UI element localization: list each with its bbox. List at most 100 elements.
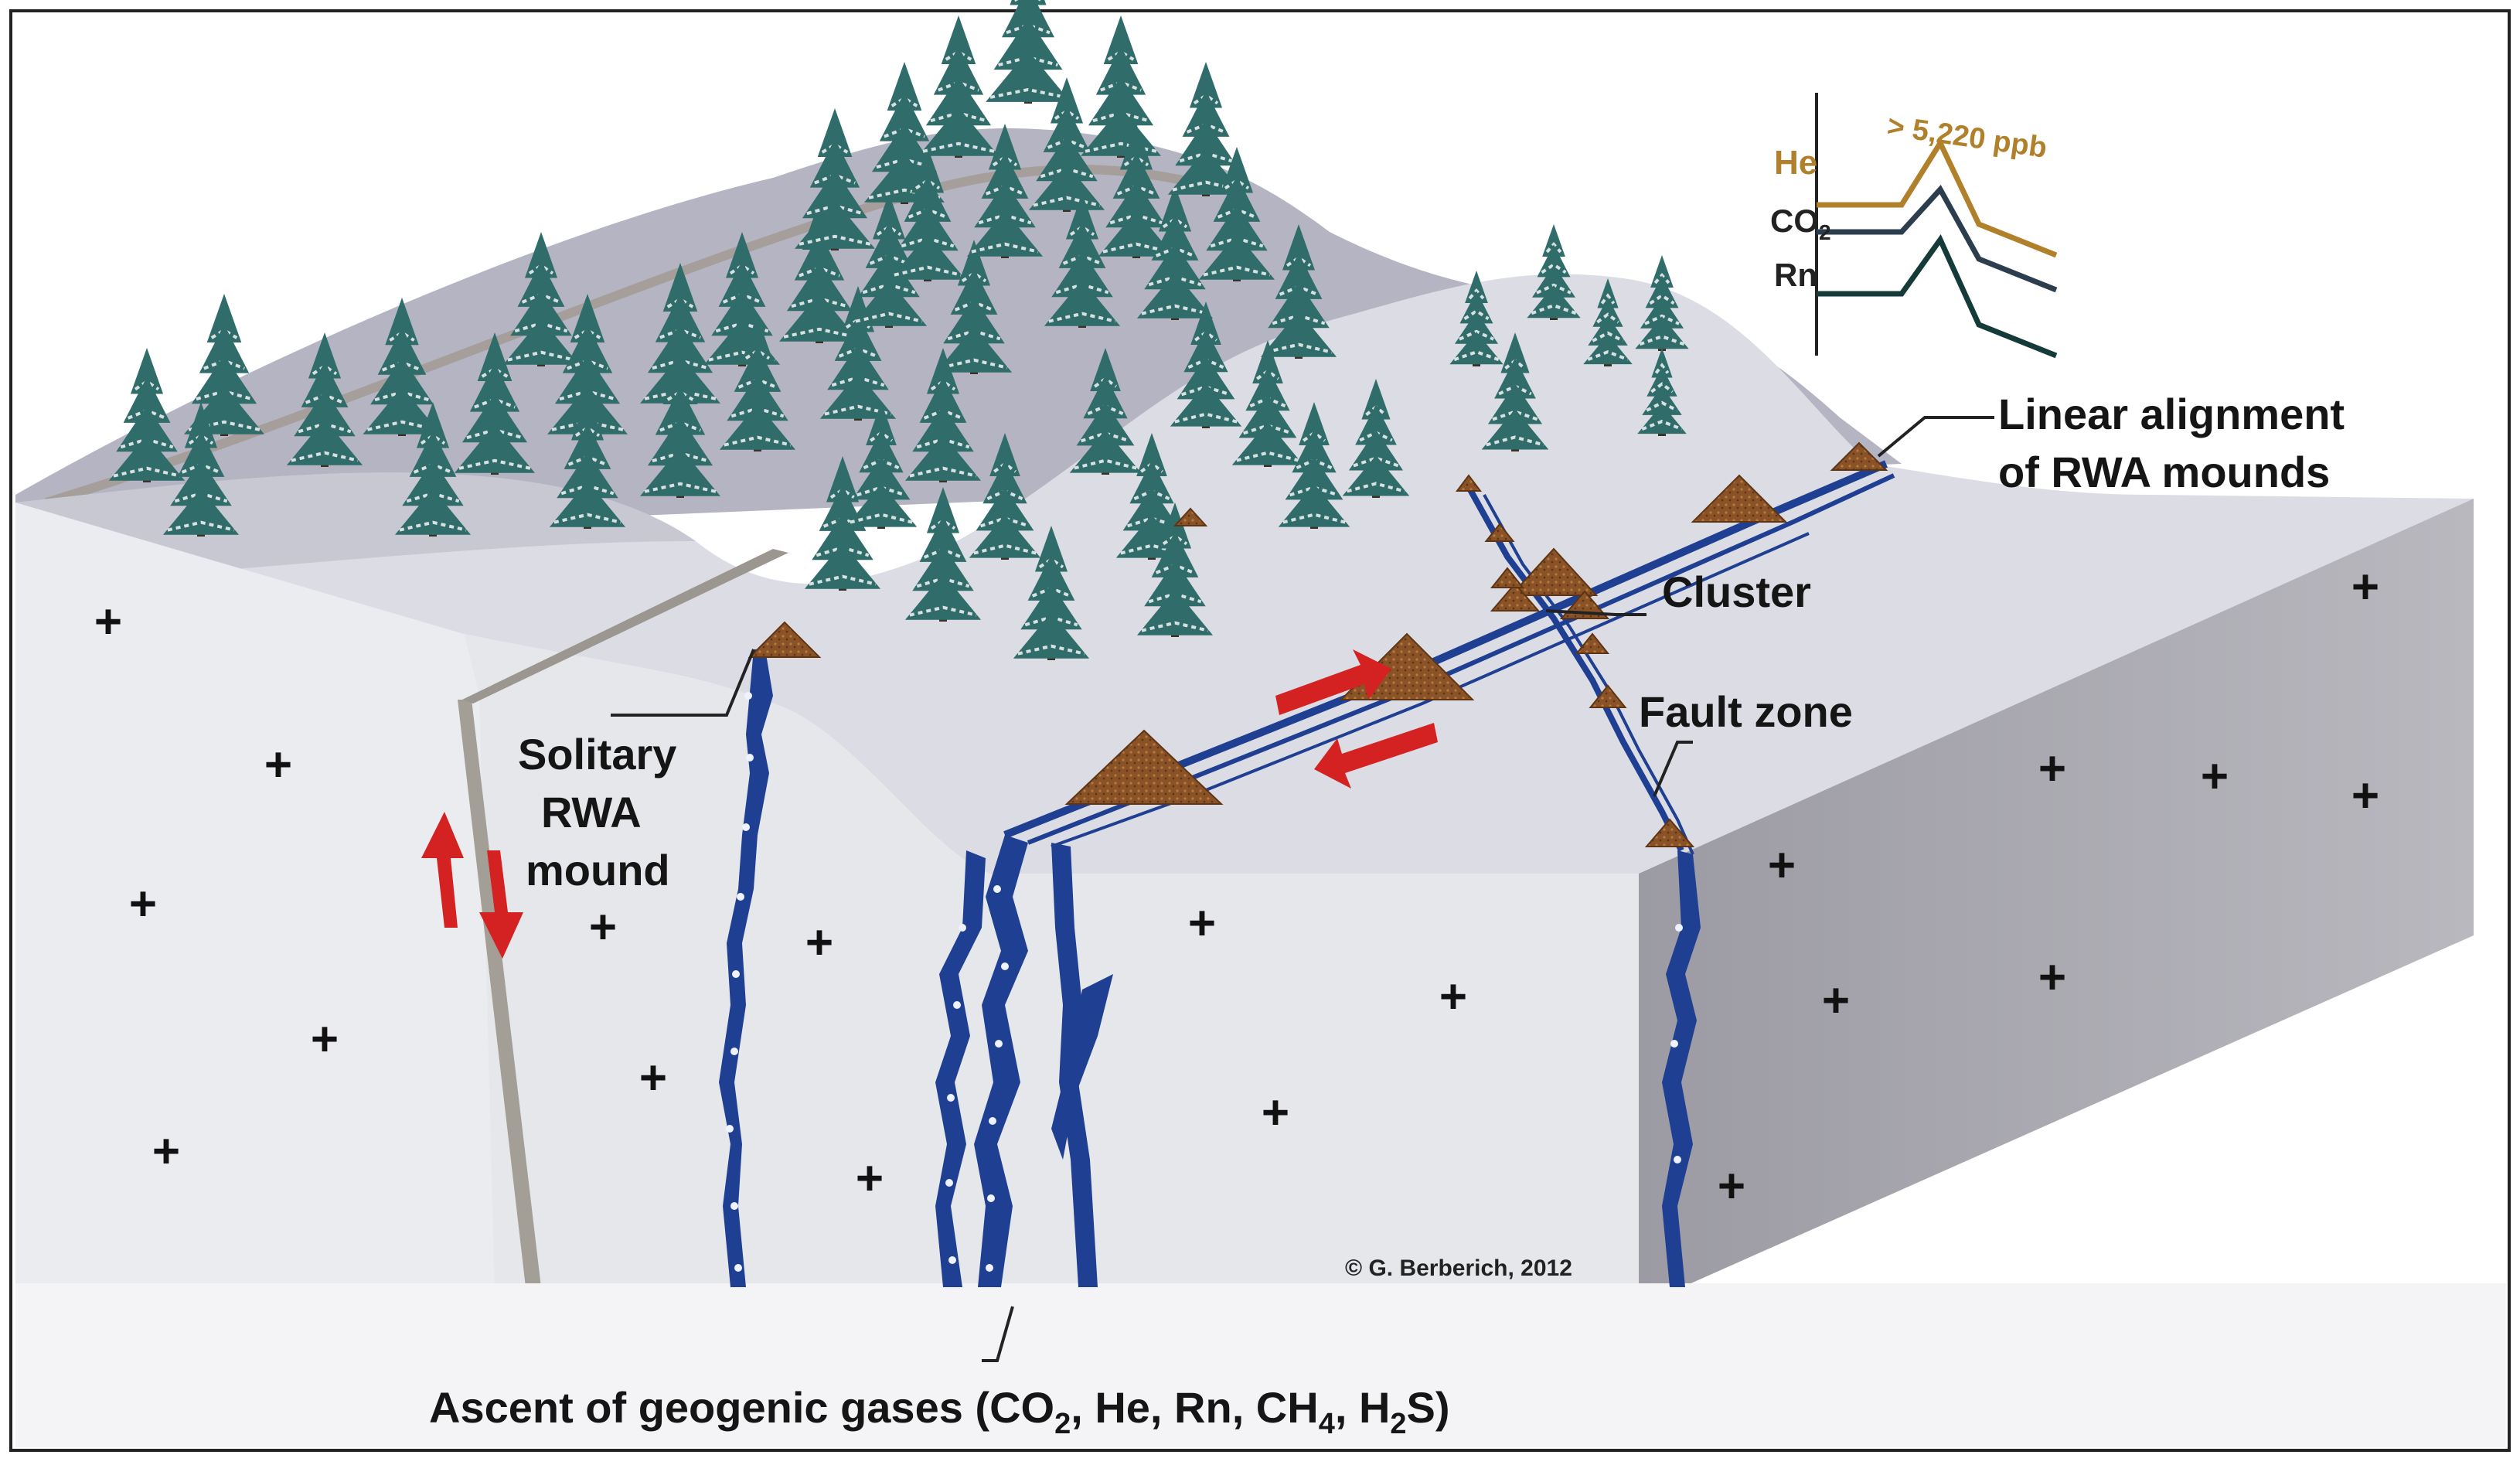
label-solitary-3: mound	[526, 846, 670, 894]
granite-symbol: +	[805, 916, 833, 969]
gas-bubbles	[726, 692, 1683, 1272]
ant-mound	[1691, 474, 1788, 523]
gas-bubble	[737, 893, 744, 901]
granite-symbol: +	[1188, 897, 1216, 950]
tree	[162, 402, 240, 537]
granite-symbol: +	[129, 877, 157, 931]
gas-bubble	[732, 970, 740, 978]
granite-symbol: +	[1718, 1160, 1745, 1213]
label-fault-zone: Fault zone	[1639, 687, 1853, 736]
inset-co2-label: CO2	[1770, 203, 1831, 244]
granite-symbol: +	[856, 1152, 884, 1205]
tree	[1013, 526, 1090, 660]
granite-symbol: +	[152, 1125, 180, 1178]
left-fault-plane	[458, 700, 541, 1287]
tree	[719, 317, 796, 451]
gas-bubble	[742, 823, 750, 831]
inset-he-label: He	[1774, 144, 1817, 182]
top-surface	[15, 274, 2474, 874]
tree	[918, 15, 999, 158]
main-conduit-d	[1051, 974, 1113, 1160]
arrow-up-left	[421, 812, 464, 928]
leader-ascent	[982, 1306, 1014, 1362]
ground-strip	[15, 1283, 2506, 1447]
tree	[935, 240, 1013, 374]
tree	[1170, 302, 1242, 428]
ant-mound	[747, 621, 822, 658]
gas-bubble	[953, 1001, 961, 1009]
tree	[1583, 278, 1633, 366]
gas-bubble	[986, 1264, 993, 1272]
granite-symbol: +	[264, 738, 292, 792]
granite-symbol: +	[2351, 560, 2379, 614]
label-cluster: Cluster	[1662, 567, 1811, 616]
alignment-trace-3	[1051, 532, 1810, 848]
ant-mound	[1830, 441, 1888, 471]
gas-bubble	[1001, 962, 1009, 970]
co2-curve	[1817, 185, 2058, 293]
label-ascent: Ascent of geogenic gases (CO2, He, Rn, C…	[429, 1383, 1450, 1440]
tree	[502, 232, 580, 366]
tree	[286, 332, 363, 467]
granite-symbol: +	[589, 901, 617, 954]
side-face-right	[1639, 499, 2474, 1307]
tree	[640, 263, 720, 405]
tree	[795, 108, 875, 250]
ant-mound	[1456, 474, 1482, 492]
tree	[1028, 77, 1105, 212]
tree	[1198, 147, 1275, 281]
granite-symbol: +	[1822, 974, 1850, 1027]
gas-bubble	[989, 1117, 996, 1125]
tree	[363, 298, 441, 436]
fault-zone-trace	[1466, 485, 1684, 852]
granite-symbol: +	[639, 1051, 667, 1105]
main-conduit-b	[935, 850, 986, 1287]
ant-mound	[1575, 632, 1610, 654]
gas-bubble	[947, 1094, 955, 1102]
tree	[850, 193, 928, 328]
tree	[549, 394, 626, 529]
tree	[640, 356, 720, 498]
granite-symbol: +	[311, 1013, 339, 1066]
ant-mound	[1509, 547, 1599, 596]
tree	[1231, 340, 1304, 467]
gas-bubble	[1674, 1156, 1681, 1163]
copyright: © G. Berberich, 2012	[1345, 1255, 1572, 1281]
arrow-along-fault-down	[1314, 723, 1438, 789]
label-solitary-1: Solitary	[518, 730, 676, 778]
gas-bubble	[726, 1125, 734, 1133]
granite-symbol: +	[94, 595, 122, 649]
tree	[904, 487, 982, 622]
movement-arrows	[421, 649, 1438, 959]
ant-mound	[1064, 729, 1224, 805]
tree	[1260, 224, 1337, 359]
gas-bubble	[993, 885, 1001, 893]
ant-mound	[1589, 684, 1627, 708]
tree	[966, 124, 1044, 258]
tree	[394, 402, 472, 537]
label-solitary-2: RWA	[541, 788, 642, 836]
tree	[819, 286, 897, 421]
inset-rn-label: Rn	[1774, 257, 1817, 293]
front-face-left	[15, 503, 541, 1283]
granite-symbol: +	[1439, 970, 1467, 1024]
tree	[1098, 124, 1175, 258]
main-conduit-a	[974, 835, 1028, 1287]
gas-bubble	[945, 1179, 953, 1187]
leader-solitary	[611, 649, 755, 717]
arrow-down-left	[479, 850, 523, 959]
arrow-along-fault-up	[1275, 649, 1391, 715]
tree	[1635, 255, 1689, 351]
ant-mound	[1490, 582, 1541, 612]
tree	[1044, 193, 1121, 328]
leader-lines	[611, 416, 1994, 1362]
gas-bubble	[746, 754, 754, 761]
fault-zone-conduit	[1662, 850, 1701, 1287]
gas-bubble	[987, 1194, 995, 1202]
tree	[889, 147, 966, 281]
gas-bubble	[744, 692, 752, 700]
he-curve	[1817, 137, 2058, 258]
gas-bubble	[730, 1048, 738, 1055]
tree	[969, 433, 1041, 560]
